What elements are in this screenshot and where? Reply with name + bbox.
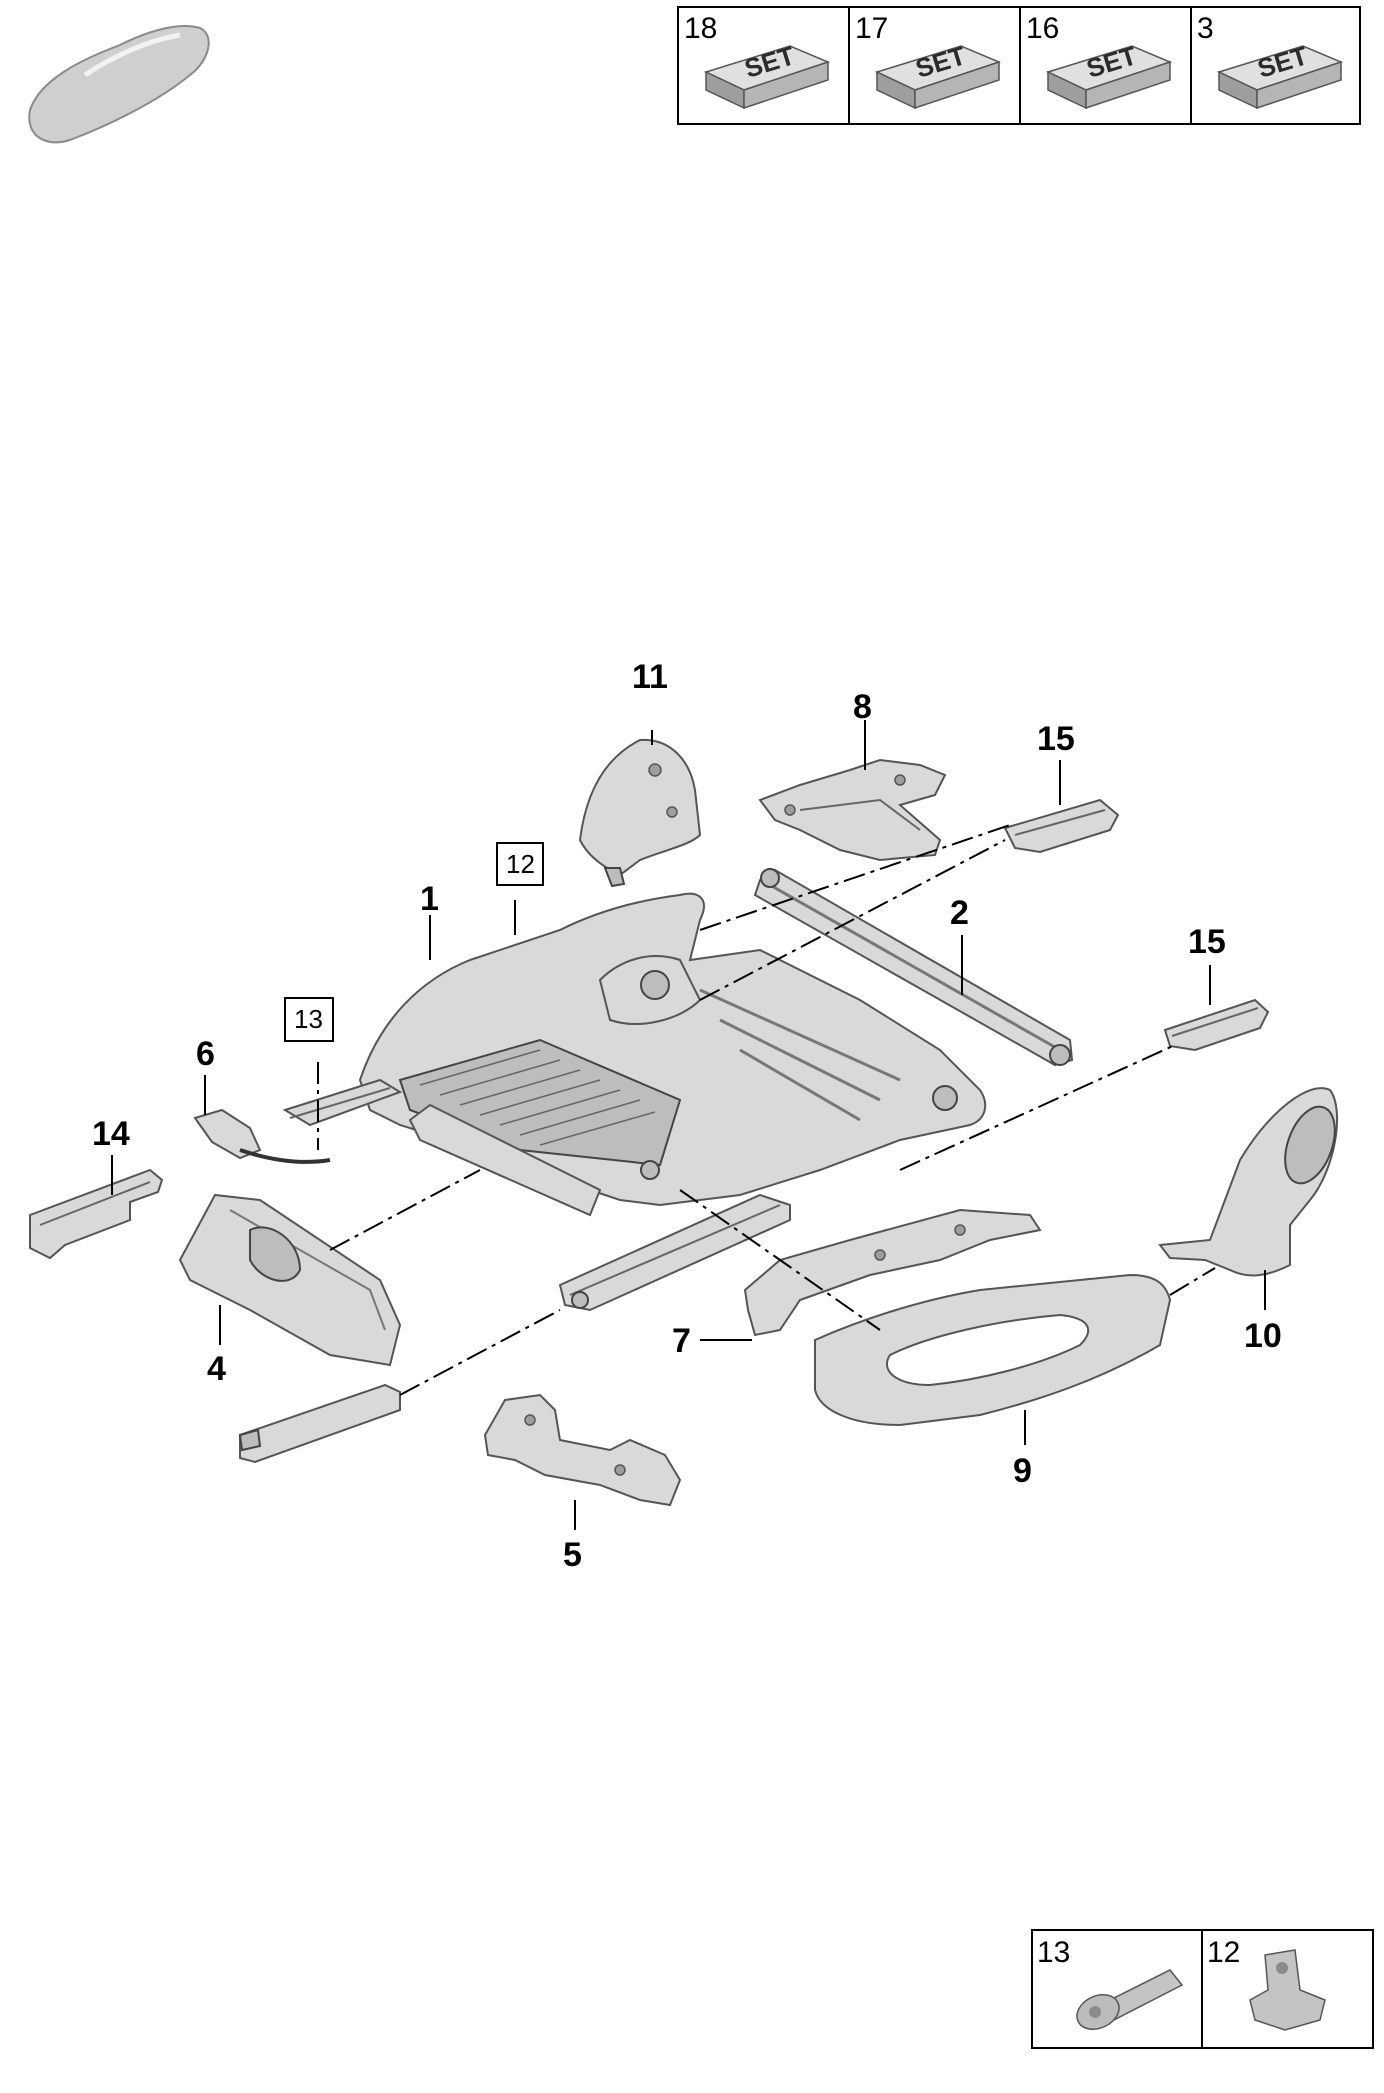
- set-table: 18 SET 17 SET 16 SET 3 SET: [677, 6, 1361, 125]
- callout-2: 2: [950, 894, 969, 932]
- small-part-13-cell: 13: [1037, 1936, 1184, 2030]
- small-part-number: 12: [1207, 1936, 1240, 1969]
- set-cell-17: 17 SET: [855, 12, 1002, 110]
- set-cell-number: 16: [1026, 12, 1059, 45]
- svg-text:13: 13: [294, 1004, 323, 1034]
- boxed-callout-12: 12: [496, 842, 544, 886]
- part-10-side-shell: [1158, 1087, 1339, 1277]
- part-15-rail-cover-right: [1163, 998, 1270, 1052]
- callout-8: 8: [853, 688, 872, 726]
- vehicle-thumbnail: [28, 25, 210, 144]
- part-6-small-cover: [193, 1108, 331, 1164]
- leader-lines: [111, 720, 1266, 1530]
- part-1-seat-frame: [358, 892, 987, 1217]
- callout-11: 11: [632, 658, 668, 696]
- boxed-callout-13: 13: [284, 997, 334, 1042]
- callout-1: 1: [420, 880, 439, 918]
- set-cell-16: 16 SET: [1026, 12, 1173, 110]
- callout-15-right: 15: [1188, 923, 1226, 961]
- screw-icon: [1076, 1969, 1184, 2030]
- small-parts-table: 13 12: [1031, 1929, 1374, 2049]
- assembly-lines: [317, 824, 1216, 1396]
- part-8-bracket: [758, 758, 947, 862]
- set-cell-3: 3 SET: [1197, 12, 1344, 110]
- set-cell-number: 3: [1197, 12, 1214, 45]
- part-2-cross-tube: [753, 868, 1074, 1067]
- set-cell-number: 17: [855, 12, 888, 45]
- part-5-lower-bracket: [483, 1393, 682, 1507]
- front-rail-end-cover: [238, 1383, 401, 1464]
- part-11-trim-cover: [578, 738, 702, 888]
- callout-6: 6: [196, 1035, 215, 1073]
- svg-text:12: 12: [506, 849, 535, 879]
- callout-7: 7: [672, 1322, 691, 1360]
- set-cell-number: 18: [684, 12, 717, 45]
- part-14-rail-end-cover: [29, 1168, 164, 1260]
- callout-15-upper: 15: [1037, 720, 1075, 758]
- callout-10: 10: [1244, 1317, 1282, 1355]
- callouts: 11 8 15 1 2 15 6 14 4 7 9 10 5: [92, 658, 1282, 1574]
- callout-14: 14: [92, 1115, 130, 1153]
- left-seat-rail: [282, 1078, 403, 1127]
- right-seat-rail: [558, 1160, 791, 1312]
- callout-5: 5: [563, 1536, 582, 1574]
- callout-4: 4: [207, 1350, 226, 1388]
- small-part-12-cell: 12: [1207, 1936, 1326, 2031]
- part-15-rail-cover-upper: [1003, 798, 1120, 854]
- part-9-side-trim-panel: [814, 1273, 1172, 1427]
- callout-9: 9: [1013, 1452, 1032, 1490]
- clip-icon: [1249, 1949, 1326, 2031]
- part-4-storage-tray: [178, 1193, 402, 1367]
- part-7-bracket: [743, 1208, 1042, 1337]
- small-part-number: 13: [1037, 1936, 1070, 1969]
